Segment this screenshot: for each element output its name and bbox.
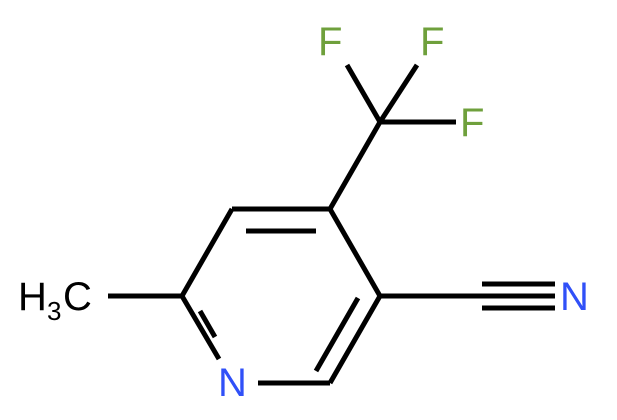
bond-n-c6-inner xyxy=(197,309,218,339)
bond-layer xyxy=(108,63,555,386)
methyl-c-label: C xyxy=(63,275,92,319)
bond-c6-c2 xyxy=(179,207,235,298)
fluorine-3-label: F xyxy=(460,101,484,145)
methyl-group-label: H 3 C xyxy=(18,275,92,326)
bond-c4-c5-inner xyxy=(313,296,361,373)
fluorine-2-label: F xyxy=(420,20,444,64)
bond-n-c6 xyxy=(179,294,222,361)
bond-c3-cf3 xyxy=(327,120,383,211)
ring-nitrogen-label: N xyxy=(218,361,247,405)
nitrile-nitrogen-label: N xyxy=(560,275,589,319)
atom-label-layer: F F F N N H 3 C xyxy=(18,20,589,405)
fluorine-1-label: F xyxy=(318,20,342,64)
bond-c4-c5 xyxy=(327,294,383,385)
methyl-h-label: H xyxy=(18,275,47,319)
methyl-subscript-label: 3 xyxy=(47,296,61,326)
bond-c3-c4 xyxy=(327,207,383,298)
bond-cf3-f2 xyxy=(377,63,420,124)
bond-cf3-f1 xyxy=(344,63,383,124)
